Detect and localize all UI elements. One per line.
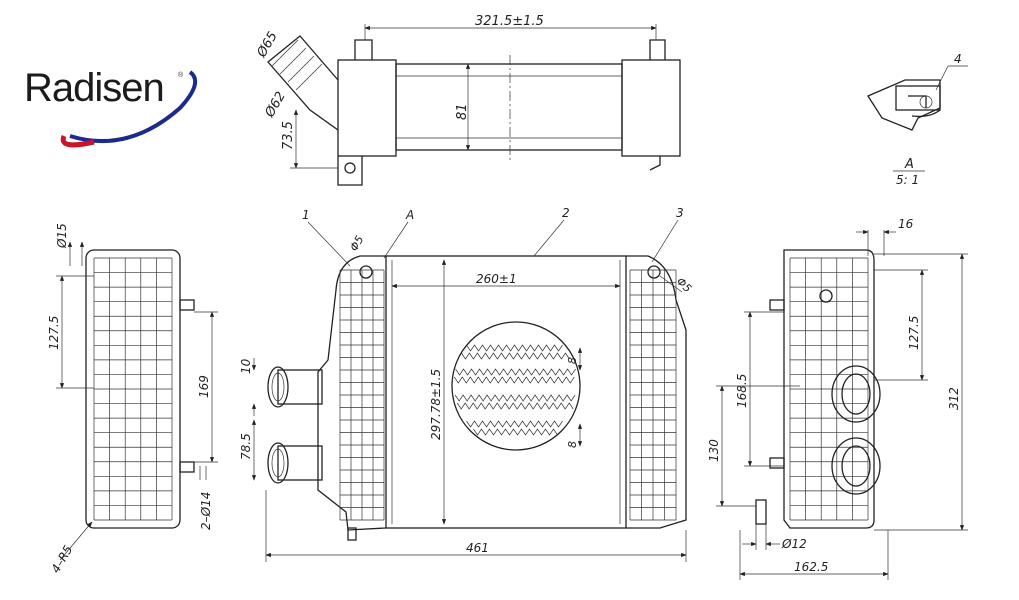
callout-3: 3	[676, 206, 684, 220]
right-view-ribs	[789, 257, 869, 521]
callout-2: 2	[562, 206, 570, 220]
brand-logo: Radisen ®	[18, 52, 208, 152]
dim-right-upper: 127.5	[907, 316, 921, 350]
right-outlet-lower	[831, 437, 881, 495]
detail-a-label: A	[904, 157, 914, 172]
fin-wave	[454, 394, 576, 402]
detail-a-scale: 5: 1	[896, 173, 919, 187]
dim-inlet-outer: Ø65	[254, 29, 281, 61]
dim-right-depth: 162.5	[794, 560, 828, 574]
dim-left-hole: Ø15	[55, 223, 69, 249]
fin-wave	[453, 376, 575, 384]
fin-wave	[473, 428, 558, 436]
fin-wave	[455, 368, 576, 376]
top-inlet-pipe	[267, 35, 339, 131]
dim-right-offset: 16	[898, 217, 914, 231]
dim-left-corner: 4–R5	[48, 543, 75, 576]
dim-pipe-gap: 10	[239, 358, 253, 374]
dim-top-height: 81	[455, 103, 470, 120]
dim-overall-width: 461	[466, 541, 489, 555]
fin-wave	[456, 402, 574, 410]
top-left-tank	[337, 39, 397, 186]
logo-registered-mark: ®	[178, 72, 184, 79]
detail-a-callout: 4	[954, 52, 962, 66]
dim-right-total-height: 312	[947, 387, 961, 410]
right-outlet-upper	[831, 365, 881, 423]
dim-fin-pitch-bottom: 8	[566, 441, 579, 448]
top-view: 321.5±1.5 81 Ø65 Ø62 73.5	[254, 14, 681, 186]
top-right-tank	[621, 39, 681, 171]
left-side-view: Ø15 127.5 169 2–Ø14 4–R5	[47, 223, 218, 576]
dim-corner-right: Φ5	[674, 275, 694, 295]
fin-wave	[466, 344, 563, 352]
dim-fin-pitch-top: 8	[566, 357, 579, 364]
inlet-pipe-upper	[267, 366, 323, 408]
dim-core-height: 297.78±1.5	[429, 369, 443, 440]
front-view: 260±1 297.78±1.5 461 10 78.5 8 8 1 A 2 3…	[239, 206, 694, 562]
inlet-pipe-lower	[267, 442, 323, 484]
logo-wordmark: Radisen	[24, 66, 165, 110]
dim-right-lower: 130	[707, 439, 721, 462]
dim-top-offset: 73.5	[281, 121, 296, 150]
dim-pipe-pitch: 78.5	[239, 433, 253, 460]
right-side-view: 16 127.5 312 168.5 130 Ø12 162.5	[707, 217, 968, 580]
core-fin-waves	[453, 344, 576, 436]
dim-core-width: 260±1	[476, 272, 517, 286]
dim-left-mount-span: 169	[197, 375, 211, 398]
callout-a: A	[405, 208, 414, 222]
dim-left-upper: 127.5	[47, 316, 61, 350]
dim-top-length: 321.5±1.5	[475, 14, 544, 29]
dim-right-mid: 168.5	[735, 374, 749, 408]
left-view-ribs	[93, 257, 173, 521]
fin-wave	[466, 420, 563, 428]
dim-left-mount-holes: 2–Ø14	[199, 492, 213, 530]
dim-inlet-inner: Ø62	[262, 89, 289, 121]
logo-swoosh	[60, 70, 198, 148]
fin-wave	[461, 352, 570, 360]
front-left-fins	[339, 269, 385, 521]
front-left-tank	[317, 255, 387, 531]
dim-right-pin: Ø12	[781, 537, 807, 551]
front-right-tank	[626, 255, 687, 529]
core-detail-circle	[451, 321, 581, 451]
detail-a: 4 A 5: 1	[867, 52, 968, 187]
dim-corner-left: Φ5	[347, 233, 366, 253]
callout-1: 1	[302, 208, 310, 222]
front-right-fins	[629, 269, 677, 521]
